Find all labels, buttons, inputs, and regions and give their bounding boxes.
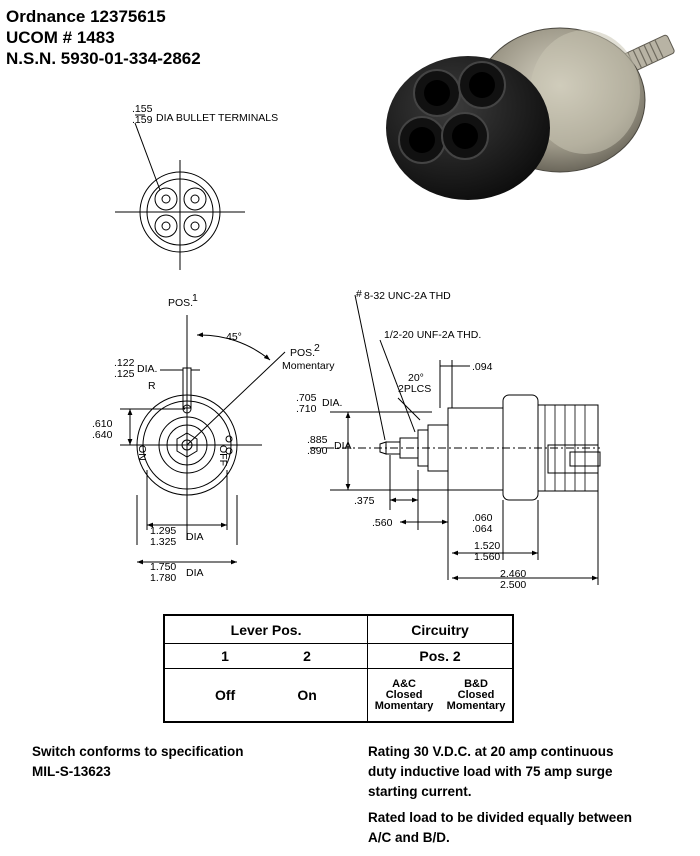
bullet-label: DIA BULLET TERMINALS — [156, 112, 278, 124]
rating-note: Rating 30 V.D.C. at 20 amp continuous du… — [368, 742, 632, 848]
dim-885: .885 — [307, 434, 328, 446]
nsn-number: N.S.N. 5930-01-334-2862 — [6, 49, 201, 68]
dia-label-1750: DIA — [186, 567, 204, 579]
ac-line3: Momentary — [374, 699, 434, 712]
dim-705: .705 — [296, 392, 317, 404]
spec-line2: MIL-S-13623 — [32, 764, 111, 779]
rating-line4: Rated load to be divided equally between — [368, 810, 633, 825]
switch-photo — [386, 27, 675, 200]
spec-note: Switch conforms to specification MIL-S-1… — [32, 742, 244, 782]
rating-line2: duty inductive load with 75 amp surge — [368, 764, 613, 779]
bullet-dia-top: .155 — [132, 103, 153, 115]
pos2-sup: 2 — [314, 342, 320, 354]
front-view — [120, 315, 286, 565]
circuitry-states: A&C Closed Momentary B&D Closed Momentar… — [367, 668, 514, 723]
ac-line1: A&C — [392, 677, 416, 690]
dim-375: .375 — [354, 495, 375, 507]
dia-label-1295: DIA — [186, 531, 204, 543]
dim-2460: 2.460 — [500, 568, 526, 580]
lever-states: Off On — [163, 668, 369, 723]
dim-890: .890 — [307, 445, 328, 457]
terminal-end-view — [115, 114, 245, 270]
off-label: OFF — [217, 445, 229, 466]
lever-pos-2: 2 — [303, 648, 311, 664]
spec-line1: Switch conforms to specification — [32, 744, 244, 759]
rating-line3: starting current. — [368, 784, 472, 799]
deg-20: 20° — [408, 372, 424, 384]
dim-1780: 1.780 — [150, 572, 176, 584]
pos1-sup: 1 — [192, 292, 198, 304]
thread1-label: 8-32 UNC-2A THD — [364, 290, 451, 302]
lever-pos-header: Lever Pos. — [163, 614, 369, 644]
ucom-number: UCOM # 1483 — [6, 28, 115, 47]
pos1-label: POS. — [168, 297, 193, 309]
rating-line1: Rating 30 V.D.C. at 20 amp continuous — [368, 744, 614, 759]
bd-line1: B&D — [464, 677, 488, 690]
dim-1750: 1.750 — [150, 561, 176, 573]
angle-label: 45° — [226, 331, 242, 343]
rating-line5: A/C and B/D. — [368, 830, 450, 845]
dim-560: .560 — [372, 517, 393, 529]
dia-125: .125 — [114, 368, 135, 380]
state-off: Off — [214, 687, 236, 703]
dim-710: .710 — [296, 403, 317, 415]
dia-label-885: DIA — [334, 440, 352, 452]
dia-122: .122 — [114, 357, 135, 369]
lever-pos-1: 1 — [221, 648, 229, 664]
dim-1560: 1.560 — [474, 551, 500, 563]
ac-line2: Closed — [385, 688, 423, 701]
ac-circuit: A&C Closed Momentary — [374, 677, 434, 712]
bd-circuit: B&D Closed Momentary — [446, 677, 506, 712]
dia-label-705: DIA. — [322, 397, 342, 409]
plcs-label: 2PLCS — [398, 383, 431, 395]
r-label: R — [148, 380, 156, 392]
bullet-dia-bottom: .159 — [132, 114, 153, 126]
circuitry-pos2: Pos. 2 — [367, 643, 514, 669]
dim-064: .064 — [472, 523, 493, 535]
dim-2500: 2.500 — [500, 579, 526, 591]
header-block: Ordnance 12375615 UCOM # 1483 N.S.N. 593… — [6, 6, 201, 69]
bd-line3: Momentary — [446, 699, 506, 712]
dia-label-small: DIA. — [137, 363, 157, 375]
dim-1295: 1.295 — [150, 525, 176, 537]
dim-610: .610 — [92, 418, 113, 430]
dim-094: .094 — [472, 361, 493, 373]
state-on: On — [297, 687, 317, 703]
side-view — [310, 294, 601, 585]
thread2-label: 1/2-20 UNF-2A THD. — [384, 329, 481, 341]
ordnance-number: Ordnance 12375615 — [6, 7, 166, 26]
on-label: ON — [136, 445, 148, 461]
thread1-hash: # — [356, 288, 362, 300]
circuitry-header: Circuitry — [367, 614, 514, 644]
dim-1325: 1.325 — [150, 536, 176, 548]
dim-640: .640 — [92, 429, 113, 441]
pos2-label: POS. — [290, 347, 315, 359]
momentary-label: Momentary — [282, 360, 335, 372]
bd-line2: Closed — [457, 688, 495, 701]
dim-1520: 1.520 — [474, 540, 500, 552]
dim-060: .060 — [472, 512, 493, 524]
